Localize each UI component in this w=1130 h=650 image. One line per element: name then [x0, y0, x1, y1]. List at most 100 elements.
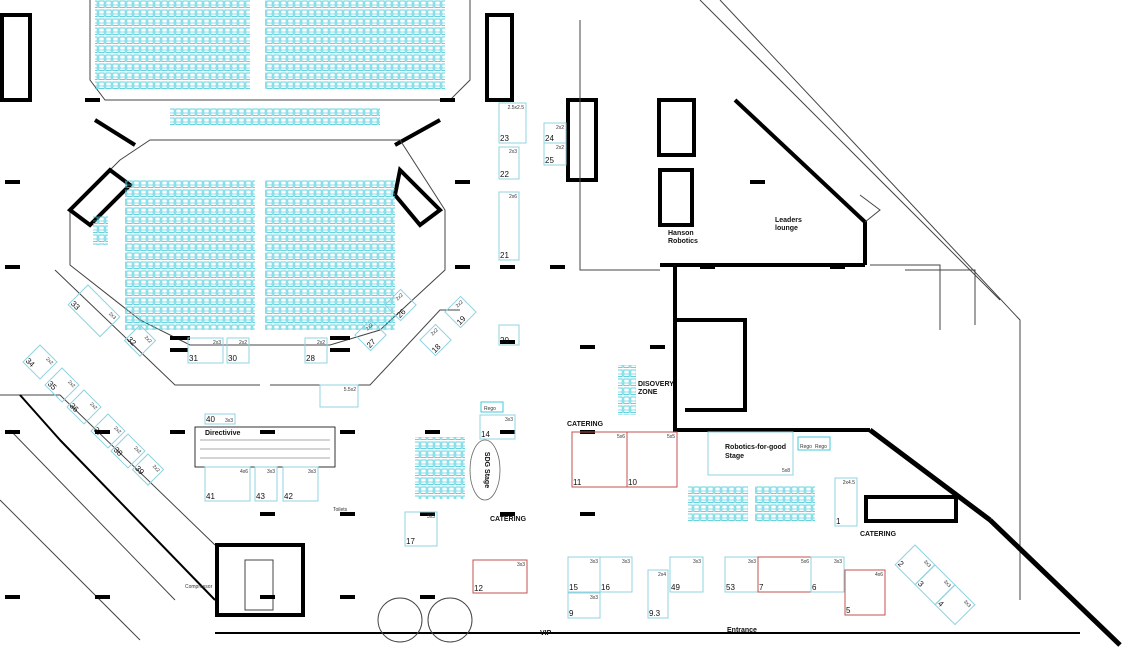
directivive-label: Directivive [205, 430, 241, 437]
booth-12[interactable]: 12 3x3 [472, 559, 528, 594]
booth-size: 2x3 [213, 340, 221, 346]
booth-size: 4x6 [240, 469, 248, 475]
vip-entrance-label[interactable]: VIP [540, 630, 552, 637]
booth-unnumbered[interactable]: 5.5x2 [319, 384, 359, 408]
booth-number: 5 [846, 606, 851, 615]
pillar [340, 512, 355, 516]
booth-20[interactable]: 20 [498, 324, 520, 346]
booth-outline [444, 295, 477, 329]
booth-outline [498, 102, 527, 144]
pillar [650, 345, 665, 349]
rfg-stage[interactable]: Robotics-for-good Stage 5x8 [707, 431, 794, 476]
booth-size: 2x2 [365, 322, 375, 332]
booth-size: 2x2 [317, 340, 325, 346]
booth-outline [498, 146, 520, 180]
booth-outline [647, 569, 669, 619]
booth-size: 3x3 [590, 559, 598, 565]
booth-number: 14 [481, 430, 490, 439]
booth-size: 4x6 [875, 572, 883, 578]
pillar [340, 430, 355, 434]
booth-size: 2x3 [509, 149, 517, 155]
booth-outline [226, 337, 250, 364]
booth-number: 40 [206, 415, 215, 424]
sdg-stage[interactable]: SDG Stage [469, 439, 501, 501]
booth-outline [67, 284, 121, 338]
seating-block-side [93, 215, 108, 245]
booth-31[interactable]: 31 2x3 [187, 337, 224, 364]
booth-size: 3x3 [922, 559, 932, 569]
area-labels: Hanson Robotics Leaders lounge DISOVERY … [185, 217, 897, 637]
pillar [425, 430, 440, 434]
booth-number: 36 [68, 401, 81, 414]
pillar [750, 180, 765, 184]
booth-size: 2x2 [430, 327, 440, 337]
hanson-robotics-label: Robotics [668, 238, 698, 245]
booth-outline [472, 559, 528, 594]
booth-outline [543, 142, 567, 166]
compressor-label: Compressor [185, 584, 213, 590]
seating-block-discovery [618, 365, 636, 415]
booth-outline [479, 414, 516, 440]
booth-number: 26 [395, 307, 408, 320]
booth-size: 3x3 [427, 514, 435, 520]
rfg-stage-label-1: Robotics-for-good [725, 444, 786, 451]
leaders-lounge-label: Leaders [775, 217, 802, 224]
booth-number: 9 [569, 609, 574, 618]
booth-23[interactable]: 232.5x2.5 [498, 102, 527, 144]
booth-outline [419, 323, 452, 357]
rego-label: Rego [484, 406, 496, 412]
booth-size: 3x3 [622, 559, 630, 565]
booth-outline [110, 433, 146, 469]
rfg-stage-label-2: Stage [725, 453, 744, 460]
booth-number: 49 [671, 583, 680, 592]
rego-label: Rego [800, 444, 812, 450]
booth-size: 3x3 [517, 562, 525, 568]
booth-outline [254, 466, 278, 502]
booth-number: 25 [545, 156, 554, 165]
toilets-label: Toilets [333, 507, 348, 513]
booth-number: 31 [189, 354, 198, 363]
booth-number: 12 [474, 584, 483, 593]
pillar [500, 512, 515, 516]
booth-number: 53 [726, 583, 735, 592]
booth-number: 39 [133, 464, 146, 477]
seating-block-lower-right [265, 180, 395, 330]
rego-desks[interactable]: Rego Rego Rego [480, 401, 831, 451]
booth-5[interactable]: 5 4x6 [844, 569, 886, 616]
main-entrance-label[interactable]: Entrance [727, 627, 757, 634]
leaders-lounge-label: lounge [775, 225, 798, 232]
pillar [500, 340, 515, 344]
booth-size: 3x3 [834, 559, 842, 565]
